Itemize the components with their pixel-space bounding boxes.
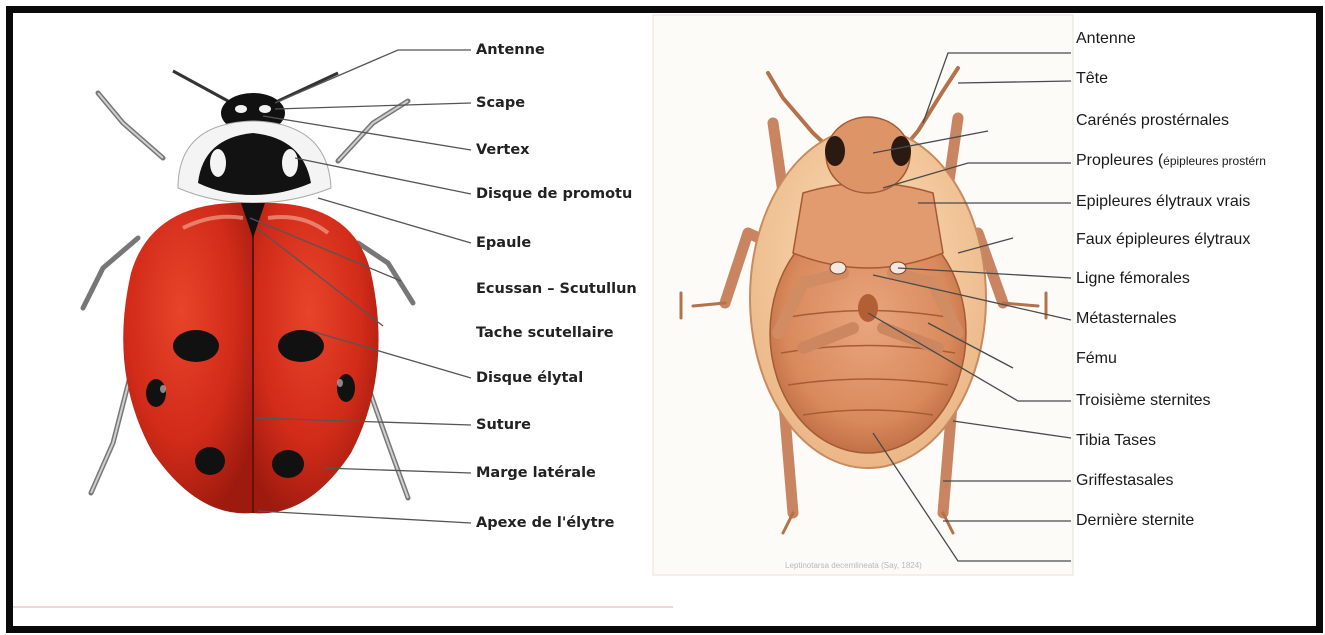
label-propleures: Propleures (épipleures prostérn	[1076, 152, 1266, 170]
label-disque-promotu: Disque de promotu	[476, 186, 632, 202]
label-metasternales: Métasternales	[1076, 310, 1177, 328]
label-epipleures-vrais: Epipleures élytraux vrais	[1076, 193, 1250, 211]
label-tete: Tête	[1076, 70, 1108, 88]
label-epaule: Epaule	[476, 235, 531, 251]
label-propleures-main: Propleures (	[1076, 152, 1163, 169]
label-scape: Scape	[476, 95, 525, 111]
label-vertex: Vertex	[476, 142, 530, 158]
image-credit: Leptinotarsa decemlineata (Say, 1824)	[785, 561, 922, 570]
label-derniere-sternite: Dernière sternite	[1076, 512, 1194, 530]
label-ecussan: Ecussan – Scutullun	[476, 281, 637, 297]
label-apexe-elytre: Apexe de l'élytre	[476, 515, 615, 531]
figure-frame: Antenne Scape Vertex Disque de promotu E…	[6, 6, 1323, 633]
label-griffestasales: Griffestasales	[1076, 472, 1174, 490]
label-marge-laterale: Marge latérale	[476, 465, 596, 481]
label-tache-scutellaire: Tache scutellaire	[476, 325, 614, 341]
label-antenne-left: Antenne	[476, 42, 545, 58]
label-carenes-prosternales: Carénés prostérnales	[1076, 112, 1229, 130]
label-suture: Suture	[476, 417, 531, 433]
label-tibia-tases: Tibia Tases	[1076, 432, 1156, 450]
label-troisieme-sternites: Troisième sternites	[1076, 392, 1211, 410]
ladybird-illustration	[83, 71, 413, 513]
label-faux-epipleures: Faux épipleures élytraux	[1076, 231, 1250, 249]
label-ligne-femorales: Ligne fémorales	[1076, 270, 1190, 288]
label-disque-elytal: Disque élytal	[476, 370, 583, 386]
label-antenne-right: Antenne	[1076, 30, 1136, 48]
label-propleures-suffix: épipleures prostérn	[1163, 154, 1266, 168]
label-femu: Fému	[1076, 350, 1117, 368]
